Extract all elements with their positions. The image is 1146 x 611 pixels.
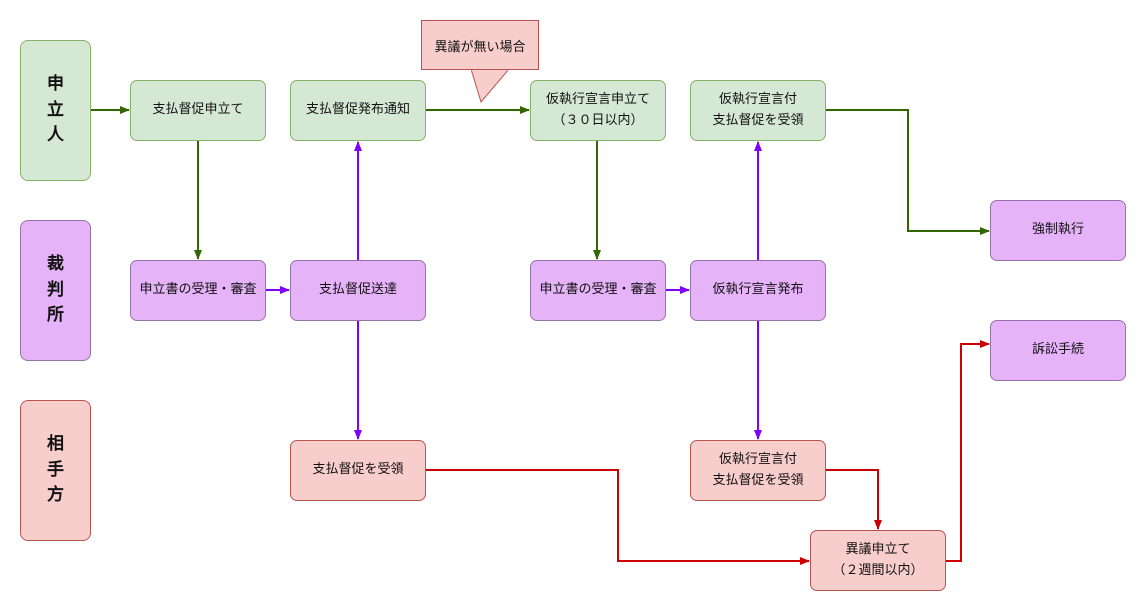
lane-court: 裁 判 所	[20, 220, 91, 361]
node-apply-provisional-execution: 仮執行宣言申立て （３０日以内）	[530, 80, 666, 141]
node-apply-payment-order: 支払督促申立て	[130, 80, 266, 141]
node-lawsuit-procedure: 訴訟手続	[990, 320, 1126, 381]
node-payment-order-notice: 支払督促発布通知	[290, 80, 426, 141]
node-objection: 異議申立て （２週間以内）	[810, 530, 946, 591]
node-receive-payment-order: 支払督促を受領	[290, 440, 426, 501]
callout-tail	[470, 69, 510, 103]
arrow-objection-to-lawsuit	[946, 340, 990, 562]
node-issue-provisional-execution: 仮執行宣言発布	[690, 260, 826, 321]
node-receive-provisional-order-applicant: 仮執行宣言付 支払督促を受領	[690, 80, 826, 141]
lane-applicant: 申 立 人	[20, 40, 91, 181]
node-review-application-1: 申立書の受理・審査	[130, 260, 266, 321]
callout-no-objection: 異議が無い場合	[421, 20, 539, 70]
arrow-opponent-provisional-to-objection	[826, 469, 882, 530]
node-compulsory-execution: 強制執行	[990, 200, 1126, 261]
node-serve-payment-order: 支払督促送達	[290, 260, 426, 321]
arrow-receive-to-execution	[826, 109, 990, 235]
node-review-application-2: 申立書の受理・審査	[530, 260, 666, 321]
node-receive-provisional-order-opponent: 仮執行宣言付 支払督促を受領	[690, 440, 826, 501]
lane-opponent: 相 手 方	[20, 400, 91, 541]
